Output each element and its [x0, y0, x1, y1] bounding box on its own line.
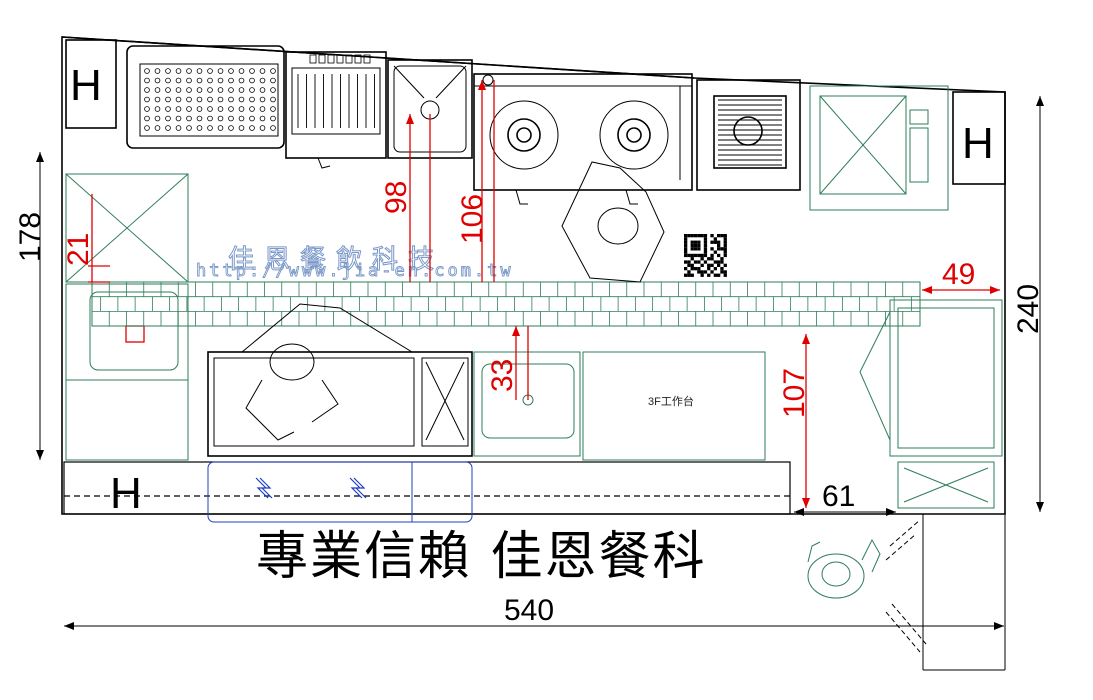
- dim-label-107: 107: [778, 368, 811, 418]
- dimension-bottom-540: 540: [64, 594, 1004, 630]
- hood-label-top-left: H: [70, 61, 102, 110]
- qr-code-icon: [684, 234, 727, 277]
- customer-figure: [807, 538, 881, 599]
- dimension-98: 98: [380, 114, 431, 282]
- dimension-49: 49: [922, 258, 1000, 294]
- dim-label-33: 33: [486, 359, 519, 392]
- hood-label-top-right: H: [962, 119, 994, 168]
- dim-label-61: 61: [822, 480, 855, 513]
- dimension-106: 106: [456, 80, 495, 282]
- dimension-61: 61: [794, 480, 896, 516]
- fryer-unit: [285, 51, 387, 169]
- dimension-left-178: 178: [14, 152, 47, 460]
- dishwasher-top: [809, 85, 949, 211]
- workbench-label: 3F工作台: [648, 394, 694, 408]
- burner-right-icon: [599, 100, 669, 170]
- dimension-107: 107: [778, 334, 811, 508]
- steamer-rack: [126, 45, 285, 149]
- heater-symbol-1: [255, 477, 273, 499]
- pass-shelf: [91, 281, 921, 327]
- dim-label-106: 106: [456, 194, 489, 244]
- dim-label-49: 49: [942, 258, 975, 291]
- front-counter: H: [63, 461, 791, 523]
- hood-label-bottom-left: H: [110, 469, 142, 518]
- watermark: 佳恩餐飲科技 http://www.jia-en.com.tw: [196, 245, 514, 282]
- chef-figure-1: [240, 303, 414, 441]
- room-outline: [61, 36, 1006, 671]
- right-cabinet: [859, 299, 1003, 509]
- dim-label-178: 178: [14, 212, 47, 262]
- dim-label-98: 98: [380, 181, 413, 214]
- hood-top-left: H: [65, 39, 117, 129]
- dimension-33: 33: [486, 326, 529, 400]
- dim-label-240: 240: [1012, 284, 1045, 334]
- burner-left-icon: [489, 100, 559, 170]
- watermark-url: http://www.jia-en.com.tw: [196, 261, 514, 281]
- dimension-21: 21: [62, 194, 110, 283]
- dim-label-540: 540: [504, 594, 554, 627]
- chef-figure-2: [561, 161, 665, 283]
- heater-symbol-2: [349, 477, 367, 499]
- lower-workstation: [207, 351, 473, 457]
- slogan: 專業信賴 佳恩餐科: [256, 527, 707, 587]
- workbench: 3F工作台: [582, 351, 766, 461]
- dim-label-21: 21: [62, 233, 95, 266]
- entry-door: [885, 519, 927, 653]
- watermark-company: 佳恩餐飲科技: [228, 245, 444, 275]
- cabinet-left: [65, 379, 189, 461]
- dimension-right-240: 240: [1012, 96, 1045, 512]
- wok-range: [473, 73, 693, 205]
- grill-unit: [696, 79, 801, 191]
- hood-top-right: H: [952, 91, 1006, 185]
